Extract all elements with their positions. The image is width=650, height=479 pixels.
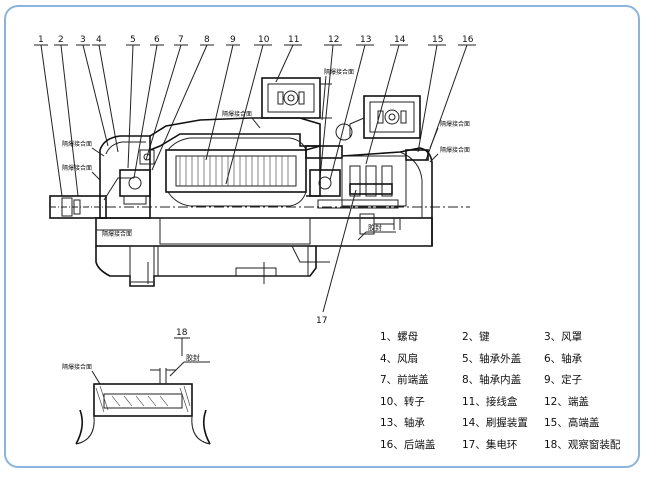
svg-text:胶封: 胶封 xyxy=(186,353,200,362)
callout-10: 10 xyxy=(258,35,270,45)
legend-item: 6、轴承 xyxy=(544,352,583,365)
callout-14: 14 xyxy=(394,35,406,45)
legend-row: 7、前端盖 8、轴承内盖 9、定子 xyxy=(380,369,636,391)
legend-item: 13、轴承 xyxy=(380,417,425,430)
callout-18: 18 xyxy=(176,328,188,338)
callout-12: 12 xyxy=(328,35,339,45)
callout-9: 9 xyxy=(230,35,236,45)
callout-15: 15 xyxy=(432,35,443,45)
legend-item: 10、转子 xyxy=(380,395,425,408)
legend-item: 15、高端盖 xyxy=(544,417,600,430)
legend-item: 5、轴承外盖 xyxy=(462,352,522,365)
svg-text:隔爆接合面: 隔爆接合面 xyxy=(62,164,92,172)
legend-item: 9、定子 xyxy=(544,374,583,387)
svg-text:隔爆接合面: 隔爆接合面 xyxy=(440,120,470,128)
callout-7: 7 xyxy=(178,35,184,45)
legend-item: 3、风罩 xyxy=(544,331,583,344)
shaft xyxy=(49,195,107,219)
svg-text:隔爆接合面: 隔爆接合面 xyxy=(62,140,92,148)
svg-text:隔爆接合面: 隔爆接合面 xyxy=(62,363,92,371)
legend-item: 4、风扇 xyxy=(380,352,419,365)
callout-labels: 1 2 3 4 5 6 7 8 9 10 11 12 13 14 15 16 1… xyxy=(38,35,474,338)
svg-text:隔爆接合面: 隔爆接合面 xyxy=(440,146,470,154)
svg-text:隔爆接合面: 隔爆接合面 xyxy=(102,230,132,238)
legend-item: 14、刷握装置 xyxy=(462,417,528,430)
observation-window-detail: 胶封 xyxy=(75,353,211,445)
terminal-box-2 xyxy=(335,95,421,141)
seal-marker-main: 胶封 xyxy=(357,223,396,241)
legend-row: 1、螺母 2、键 3、风罩 xyxy=(380,326,636,348)
callout-17: 17 xyxy=(316,316,327,326)
legend-item: 11、接线盒 xyxy=(462,395,518,408)
callout-5: 5 xyxy=(130,35,136,45)
terminal-box-1 xyxy=(261,77,332,119)
callout-8: 8 xyxy=(204,35,210,45)
callout-2: 2 xyxy=(58,35,64,45)
legend-item: 1、螺母 xyxy=(380,331,419,344)
legend-item: 8、轴承内盖 xyxy=(462,374,522,387)
parts-legend: 1、螺母 2、键 3、风罩 4、风扇 5、轴承外盖 6、轴承 7、前端盖 8、轴… xyxy=(380,326,636,455)
callout-11: 11 xyxy=(288,35,299,45)
svg-text:胶封: 胶封 xyxy=(368,223,382,232)
legend-row: 10、转子 11、接线盒 12、端盖 xyxy=(380,391,636,413)
fan-cover xyxy=(99,135,151,219)
legend-row: 16、后端盖 17、集电环 18、观察窗装配 xyxy=(380,434,636,456)
front-bearing xyxy=(119,149,155,205)
callout-13: 13 xyxy=(360,35,371,45)
svg-text:隔爆接合面: 隔爆接合面 xyxy=(324,68,354,76)
svg-text:隔爆接合面: 隔爆接合面 xyxy=(222,110,252,118)
callout-1: 1 xyxy=(38,35,44,45)
legend-item: 18、观察窗装配 xyxy=(544,438,621,451)
stator-rotor-core xyxy=(106,137,470,208)
rear-end-assembly xyxy=(305,144,433,247)
legend-item: 16、后端盖 xyxy=(380,438,436,451)
callout-6: 6 xyxy=(154,35,160,45)
callout-4: 4 xyxy=(96,35,102,45)
legend-row: 13、轴承 14、刷握装置 15、高端盖 xyxy=(380,412,636,434)
explosion-proof-joint-labels: 隔爆接合面 隔爆接合面 隔爆接合面 隔爆接合面 隔爆接合面 隔爆接合面 隔爆接合… xyxy=(62,68,470,385)
legend-item: 17、集电环 xyxy=(462,438,518,451)
legend-row: 4、风扇 5、轴承外盖 6、轴承 xyxy=(380,348,636,370)
right-cover xyxy=(359,213,401,235)
diagram-frame xyxy=(4,5,640,468)
legend-item: 2、键 xyxy=(462,331,490,344)
legend-item: 12、端盖 xyxy=(544,395,589,408)
callout-16: 16 xyxy=(462,35,474,45)
legend-item: 7、前端盖 xyxy=(380,374,429,387)
callout-3: 3 xyxy=(80,35,86,45)
